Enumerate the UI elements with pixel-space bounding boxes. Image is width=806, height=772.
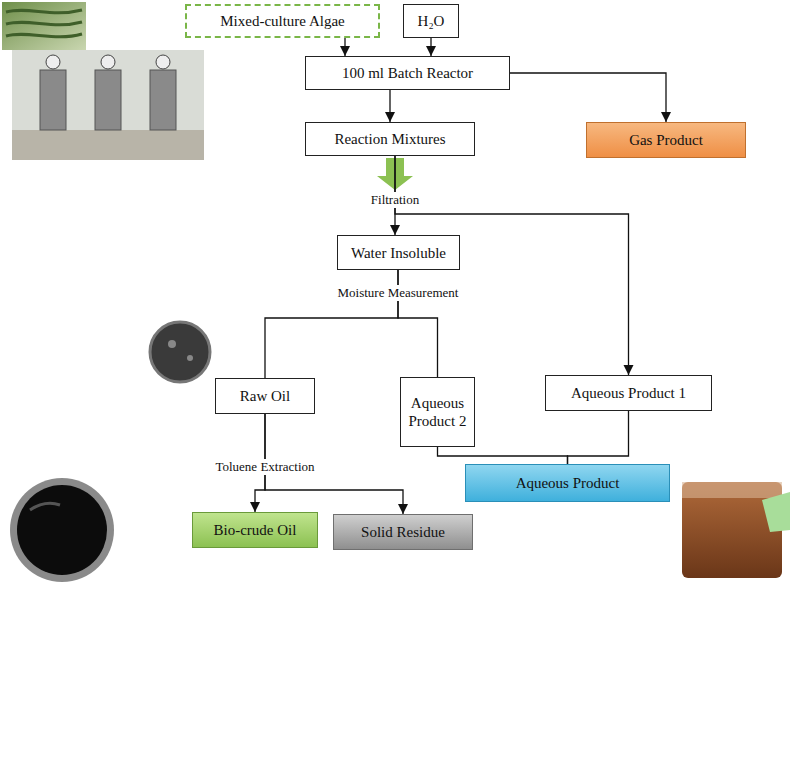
flow-connector <box>510 73 666 122</box>
step-label: Toluene Extraction <box>212 459 317 475</box>
process-box: Water Insoluble <box>337 235 460 270</box>
node-text: Water Insoluble <box>351 244 446 262</box>
step-label: Filtration <box>368 192 422 208</box>
node-text: Aqueous Product 1 <box>571 384 686 402</box>
node-text: Raw Oil <box>240 387 290 405</box>
node-text: Gas Product <box>629 131 703 149</box>
flow-connector <box>389 90 390 122</box>
node-text: H₂O <box>418 12 445 30</box>
algae-photo <box>2 2 86 50</box>
process-box: Aqueous Product 2 <box>400 377 475 447</box>
node-text: Mixed-culture Algae <box>220 12 345 30</box>
product-box: Solid Residue <box>333 514 473 550</box>
node-text: Bio-crude Oil <box>214 521 297 539</box>
node-text: Solid Residue <box>361 523 445 541</box>
raw-oil-photo <box>150 322 210 382</box>
process-box: Raw Oil <box>215 378 315 414</box>
flow-connector <box>430 38 431 56</box>
node-text: Aqueous Product 2 <box>407 394 468 430</box>
node-text: Aqueous Product <box>516 474 620 492</box>
reactor-photo <box>12 50 204 160</box>
product-box: Aqueous Product <box>465 464 670 502</box>
node-text: Reaction Mixtures <box>334 130 445 148</box>
product-box: Bio-crude Oil <box>192 512 318 548</box>
flow-connector <box>438 447 568 464</box>
flow-connector <box>568 411 629 464</box>
process-box: 100 ml Batch Reactor <box>305 56 510 90</box>
input-box: H₂O <box>403 4 459 38</box>
product-box: Gas Product <box>586 122 746 158</box>
input-box: Mixed-culture Algae <box>185 4 380 38</box>
bio-crude-photo <box>10 478 114 582</box>
process-box: Aqueous Product 1 <box>545 375 712 411</box>
process-box: Reaction Mixtures <box>305 122 475 156</box>
flow-connector <box>344 38 345 56</box>
node-text: 100 ml Batch Reactor <box>342 64 473 82</box>
step-label: Moisture Measurement <box>335 285 462 301</box>
aqueous-photo <box>682 482 790 578</box>
